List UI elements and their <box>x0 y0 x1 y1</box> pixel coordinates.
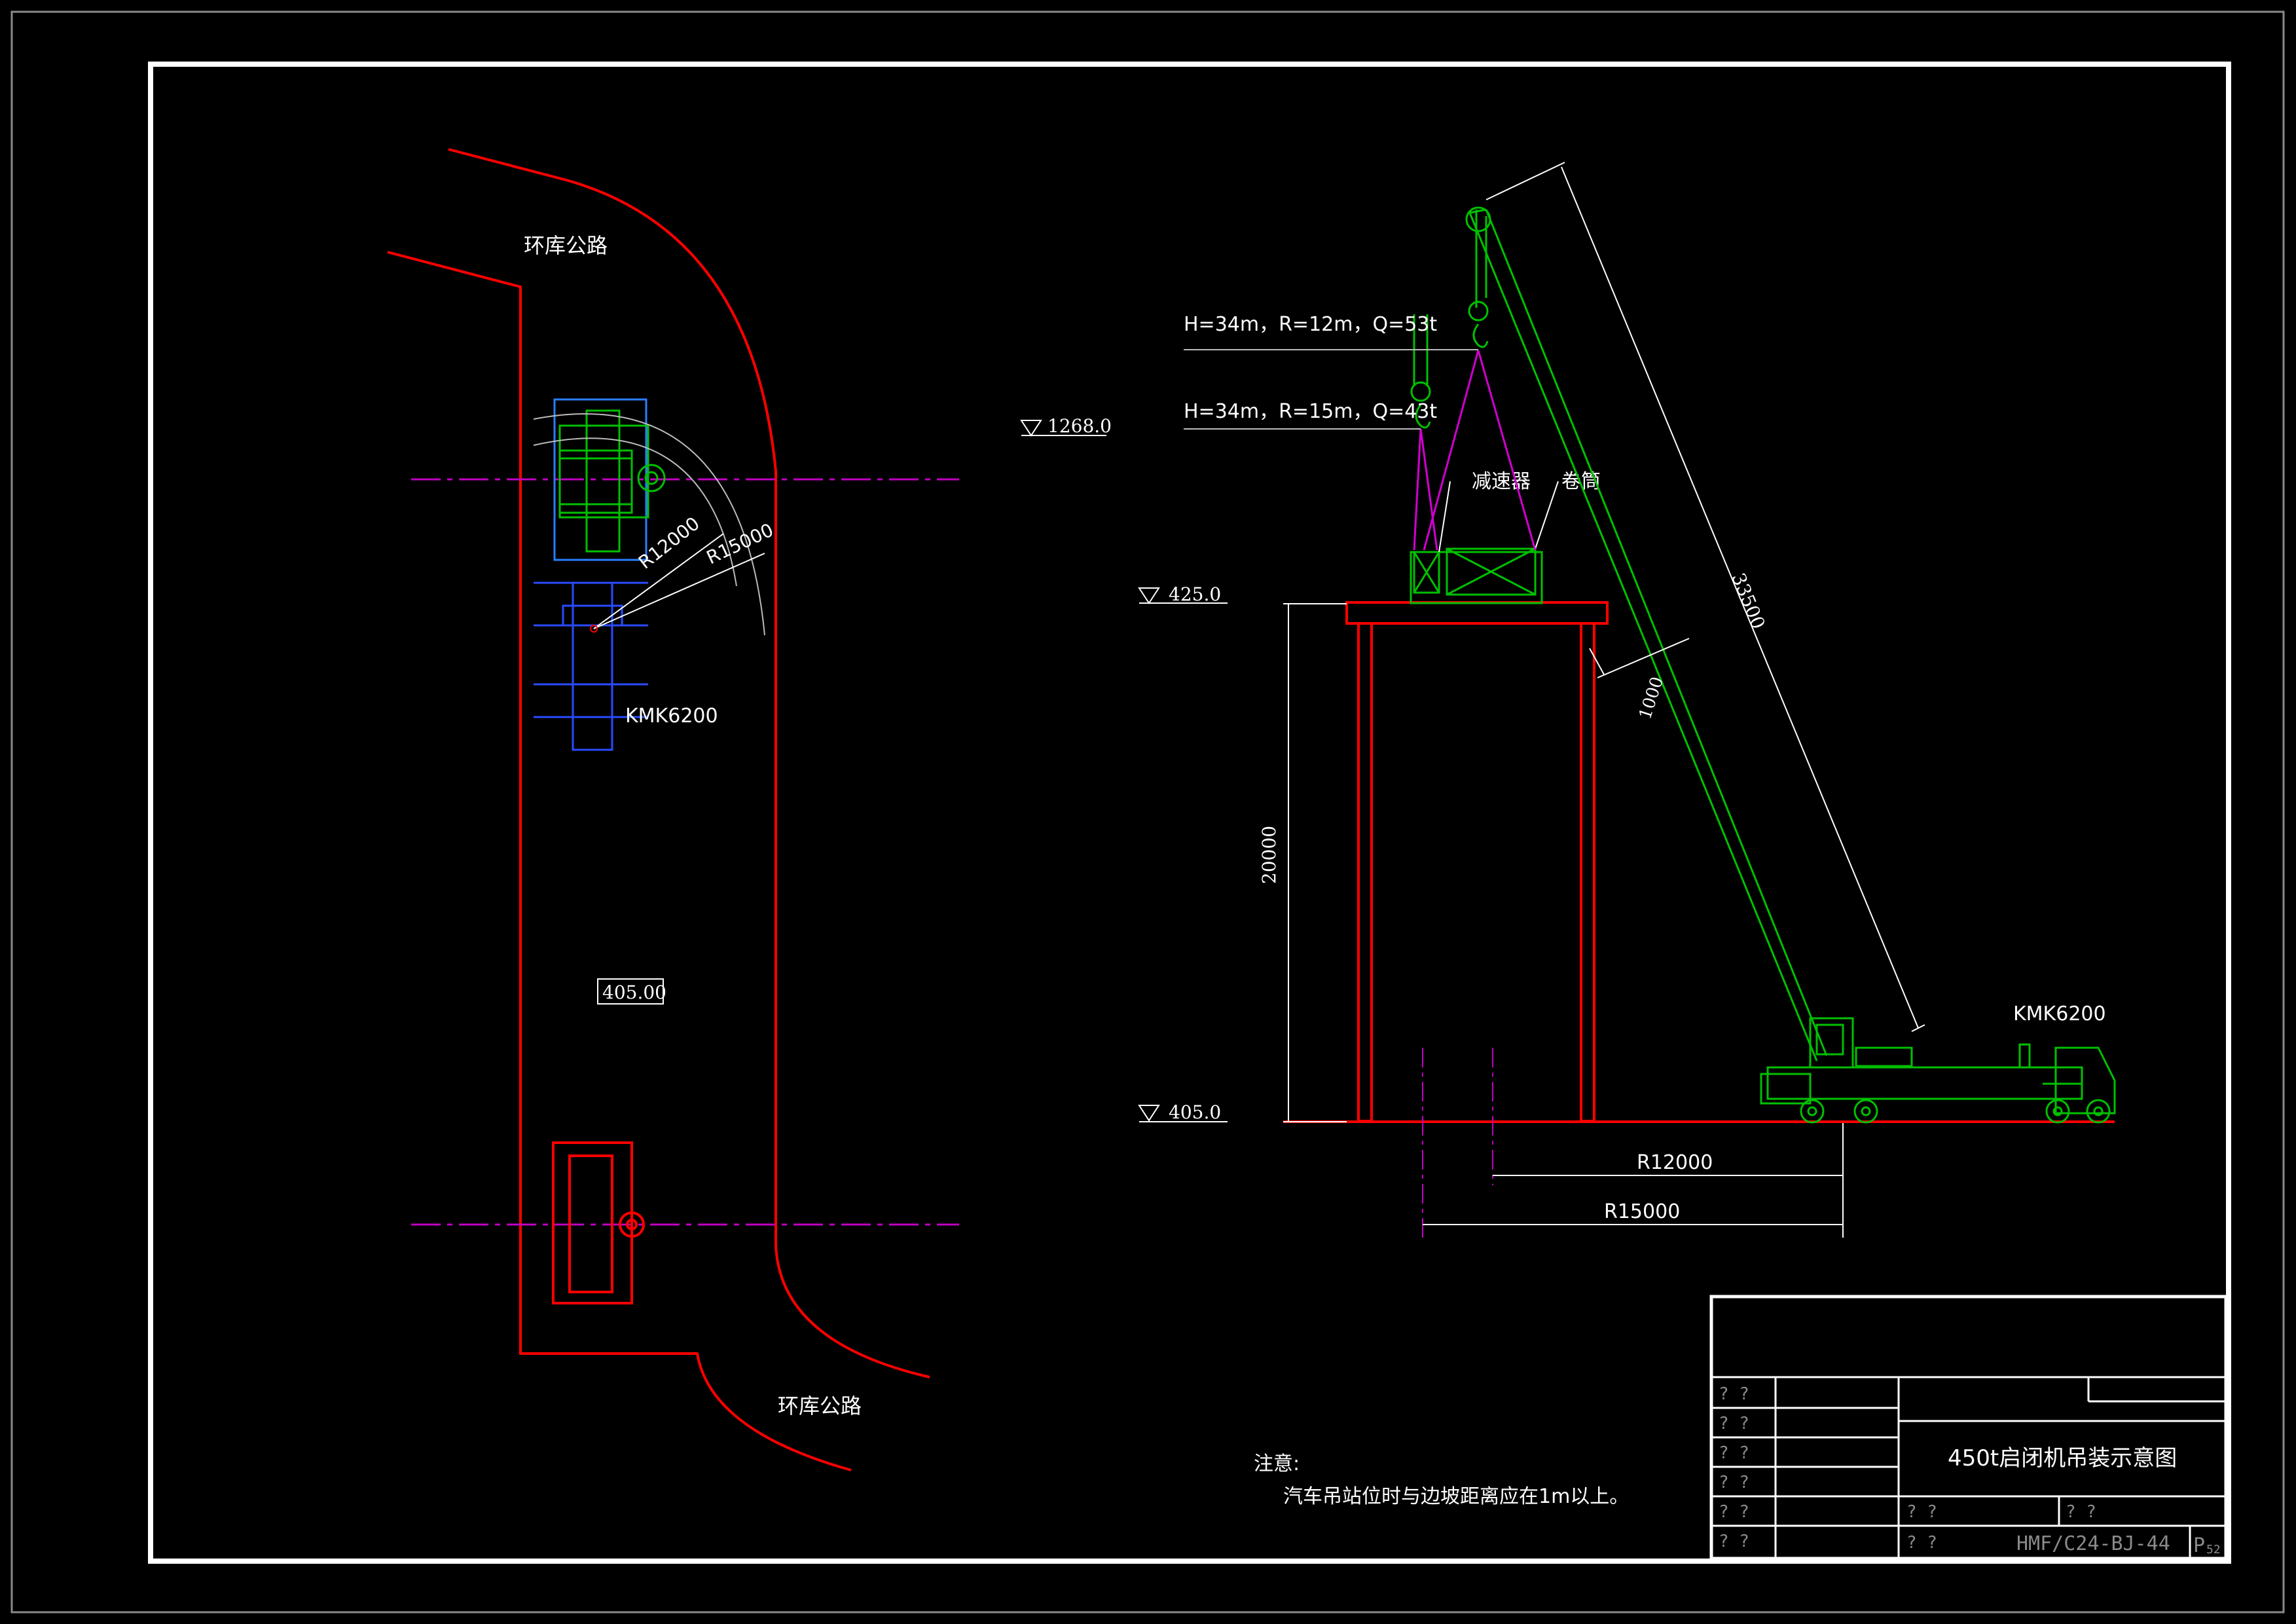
radius-line-r12000 <box>593 533 724 629</box>
lift-case-1-label: H=34m，R=12m，Q=53t <box>1184 313 1437 336</box>
title-block-sheet-number: 52 <box>2206 1543 2221 1557</box>
lift-case-2-label: H=34m，R=15m，Q=43t <box>1184 400 1437 423</box>
radius-label-r12000: R12000 <box>634 513 704 574</box>
radius-arc-r12000 <box>533 437 737 587</box>
crane-truck <box>1760 1017 2116 1124</box>
radius-arc-r15000 <box>533 413 765 636</box>
outer-sheet-border <box>10 10 2285 1614</box>
dim-platform-height-label: 20000 <box>1258 826 1280 884</box>
dim-clearance-label: 1000 <box>1635 674 1667 722</box>
gate-hoist-plan-upper <box>553 398 666 561</box>
elev-label-405: 405.0 <box>1169 1101 1221 1123</box>
gate-hoist-plan-lower <box>552 1141 645 1304</box>
hoist-on-platform <box>1410 547 1543 604</box>
radius-label-r15000: R15000 <box>703 519 776 569</box>
title-block-mark-row-4: ? ? <box>1719 1473 1749 1492</box>
road-label-top: 环库公路 <box>524 233 608 258</box>
lifting-slings <box>1413 350 1537 551</box>
dim-clearance <box>1589 638 1690 678</box>
drum-label: 卷筒 <box>1561 470 1601 493</box>
dim-boom-length <box>1485 162 1925 1032</box>
elev-label-425: 425.0 <box>1169 583 1221 605</box>
title-block-mid-mark-2: ? ? <box>2066 1502 2096 1522</box>
dim-platform-height <box>1283 603 1347 1122</box>
elev-label-1268: 1268.0 <box>1048 415 1112 437</box>
crane-label-elevation: KMK6200 <box>2013 1003 2106 1025</box>
note-text: 汽车吊站位时与边坡距离应在1m以上。 <box>1283 1485 1629 1508</box>
title-block-mid-mark-1: ? ? <box>1906 1502 1937 1522</box>
title-block-drawing-number: HMF/C24-BJ-44 <box>2016 1532 2170 1555</box>
crane-slew-center <box>590 625 598 633</box>
plan-view: 环库公路 环库公路 <box>387 148 959 1471</box>
title-block-sheet-prefix: P <box>2193 1534 2205 1557</box>
dim-boom-length-label: 33500 <box>1728 570 1770 632</box>
road-boundary-curve <box>448 148 930 1378</box>
title-block <box>1709 1295 2228 1560</box>
dim-r15000-label: R15000 <box>1604 1200 1680 1223</box>
reducer-leader <box>1438 481 1451 553</box>
elev-marker-405 <box>1138 1105 1228 1122</box>
ground-elevation-box <box>597 978 664 1005</box>
radius-line-r15000 <box>593 553 765 629</box>
elev-marker-1268 <box>1020 420 1106 437</box>
site-boundary-polyline <box>387 251 852 1471</box>
road-label-bottom: 环库公路 <box>778 1393 862 1418</box>
note-block: 注意: 汽车吊站位时与边坡距离应在1m以上。 <box>1254 1452 1629 1508</box>
title-block-mark-row-3: ? ? <box>1719 1443 1749 1463</box>
title-block-mark-row-6: ? ? <box>1719 1532 1749 1551</box>
title-block-drawing-title: 450t启闭机吊装示意图 <box>1948 1445 2177 1471</box>
note-title: 注意: <box>1254 1452 1300 1475</box>
title-block-mid-mark-3: ? ? <box>1906 1533 1937 1553</box>
drawing-frame <box>148 62 2231 1564</box>
reducer-label: 减速器 <box>1472 470 1531 493</box>
elev-marker-425 <box>1138 587 1228 604</box>
platform-structure <box>1283 601 2115 1123</box>
title-block-mark-row-5: ? ? <box>1719 1502 1749 1522</box>
dim-radius-lines <box>1422 1048 1844 1241</box>
ground-elevation-value: 405.00 <box>602 982 666 1003</box>
dim-r12000-label: R12000 <box>1637 1151 1713 1174</box>
elevation-view: 1268.0 425.0 405.0 20000 <box>1020 162 2116 1241</box>
crane-label-plan: KMK6200 <box>625 705 718 728</box>
title-block-mark-row-2: ? ? <box>1719 1414 1749 1433</box>
crane-boom <box>1465 206 1828 1061</box>
title-block-mark-row-1: ? ? <box>1719 1384 1749 1404</box>
drum-leader <box>1535 481 1559 549</box>
